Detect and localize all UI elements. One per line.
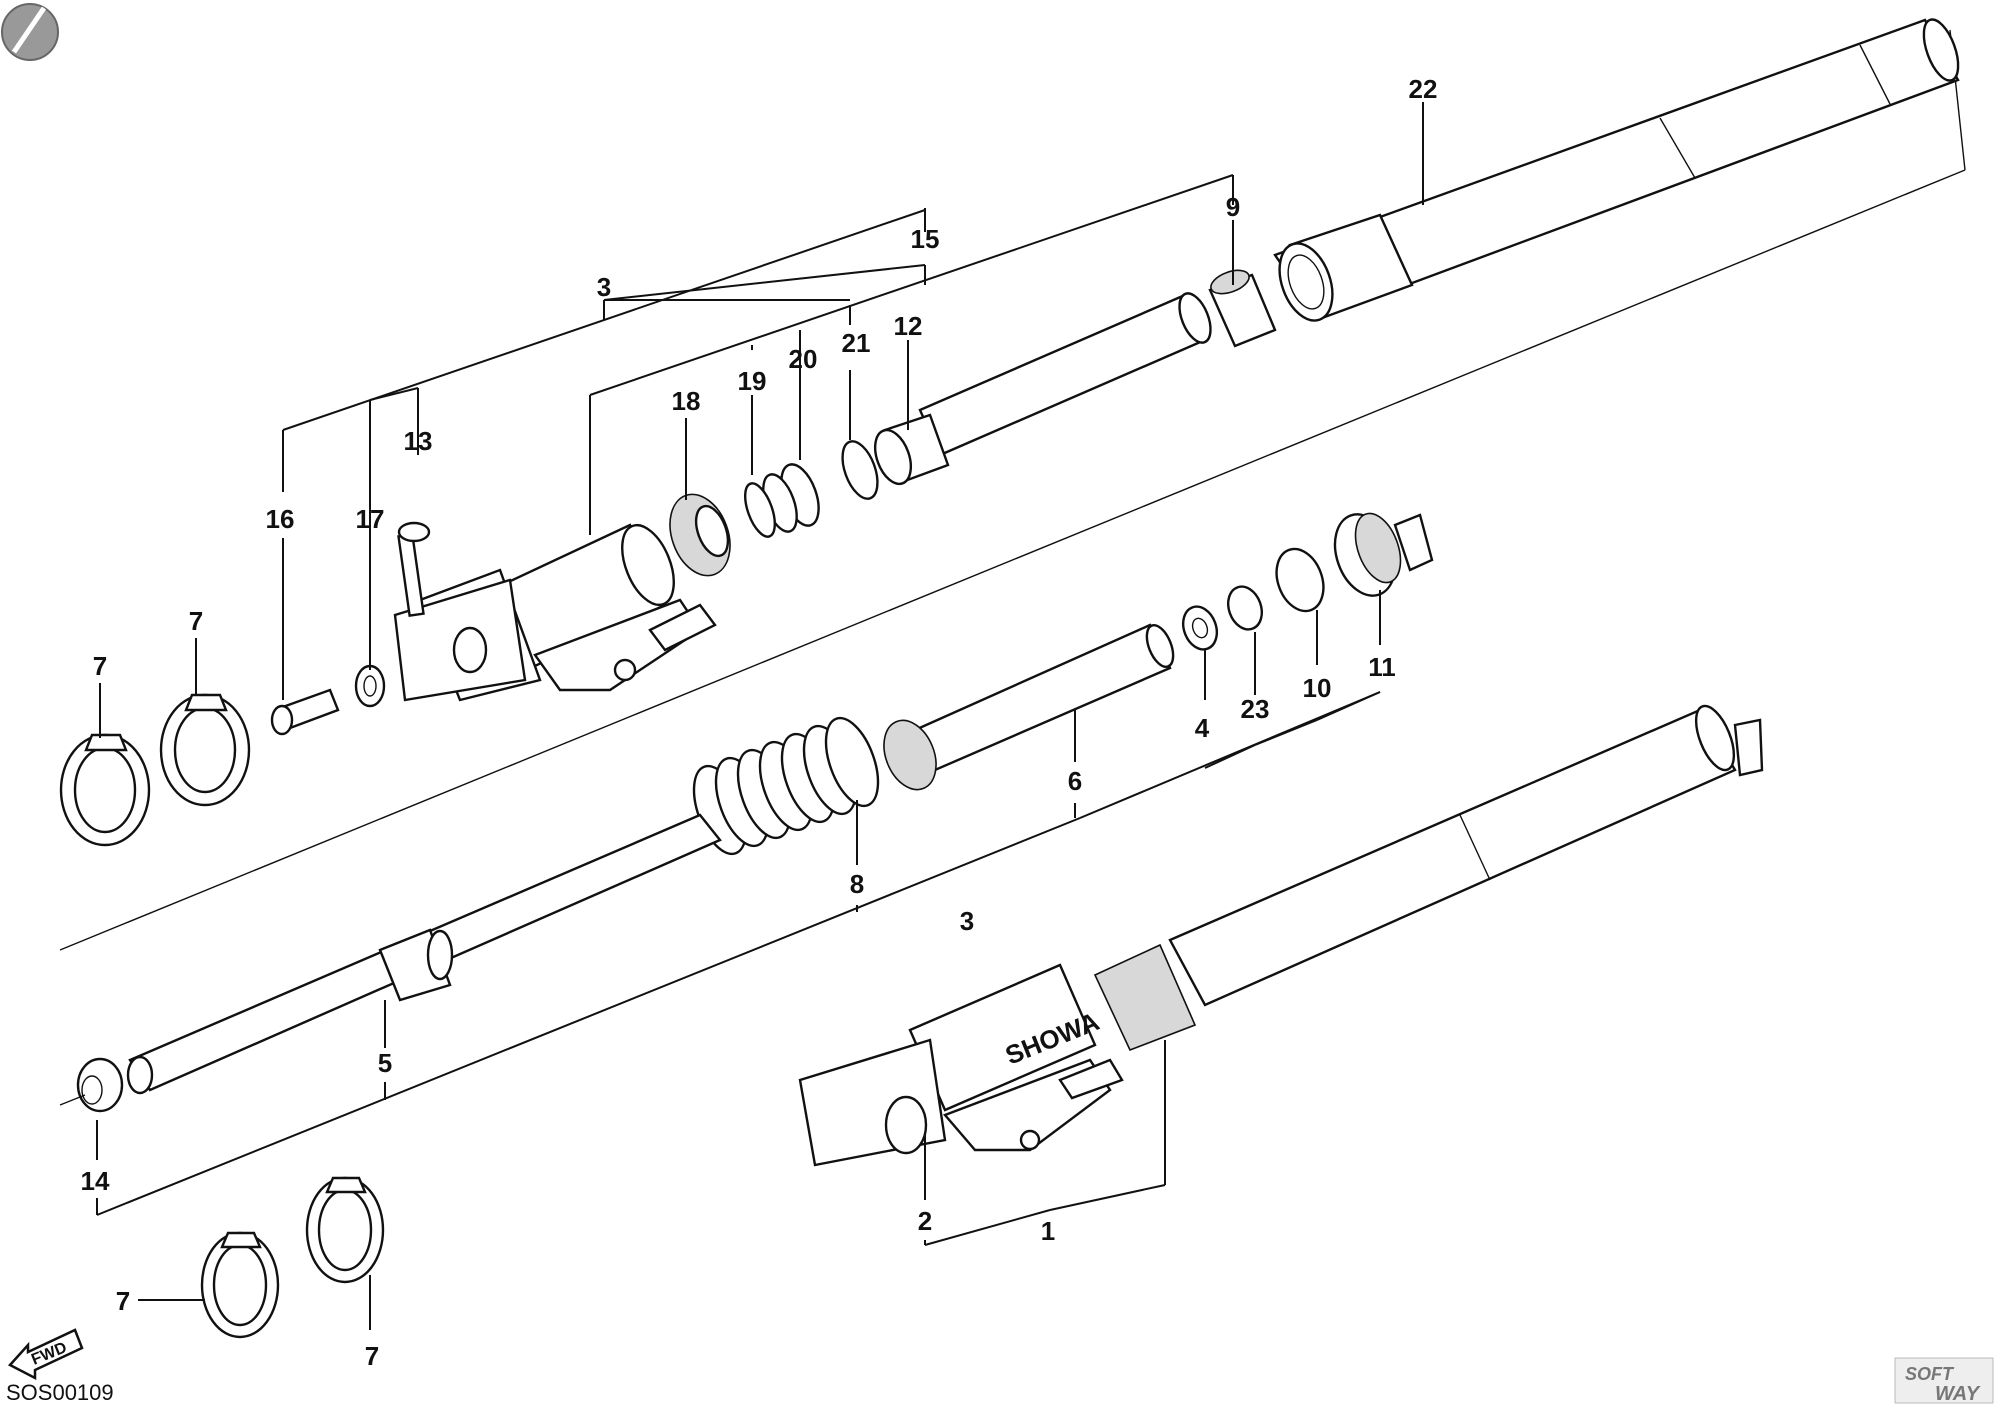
oil-lock-collar [873, 413, 950, 486]
callout-15: 15 [911, 224, 940, 254]
callout-22: 22 [1409, 74, 1438, 104]
fork-cap-bolt [1333, 512, 1434, 597]
callout-6: 6 [1068, 766, 1082, 796]
diagram-code: SOS00109 [6, 1380, 114, 1405]
spring-collar [1181, 605, 1219, 651]
fork-leg-assembly: SHOWA [798, 704, 1764, 1167]
spring-spacer [883, 623, 1175, 791]
seal-rings [744, 440, 879, 538]
callout-3-upper: 3 [597, 272, 611, 302]
callout-9: 9 [1226, 192, 1240, 222]
callout-23: 23 [1241, 694, 1270, 724]
watermark-line1: SOFT [1905, 1364, 1955, 1384]
callout-7-c: 7 [116, 1286, 130, 1316]
callout-2: 2 [918, 1206, 932, 1236]
divider-line-upper [59, 169, 1966, 951]
callout-1: 1 [1041, 1216, 1055, 1246]
drain-washer [354, 664, 386, 708]
pinch-bolt [397, 521, 431, 617]
damper-rod-upper [918, 292, 1212, 457]
slide-bushing [1208, 269, 1277, 348]
callout-20: 20 [789, 344, 818, 374]
callout-3-lower: 3 [960, 906, 974, 936]
leader-lines [96, 102, 1424, 1330]
callout-7-b: 7 [189, 606, 203, 636]
tube-clamp-lower-right [305, 1176, 385, 1284]
callout-7-a: 7 [93, 651, 107, 681]
callout-13: 13 [404, 426, 433, 456]
fwd-arrow-icon: FWD [7, 1328, 84, 1381]
damper-rod [126, 813, 722, 1095]
callout-labels: 22 9 15 3 12 21 20 19 18 13 16 17 7 7 11… [81, 74, 1438, 1371]
callout-10: 10 [1303, 673, 1332, 703]
spring-seat-washer [1226, 585, 1264, 631]
o-ring [1275, 547, 1325, 613]
callout-17: 17 [356, 504, 385, 534]
corner-logo-icon [1, 3, 59, 61]
callout-11: 11 [1368, 652, 1396, 682]
axle-bracket-upper [393, 578, 717, 702]
callout-12: 12 [894, 311, 923, 341]
damper-rod-seat [59, 1057, 124, 1113]
callout-8: 8 [850, 869, 864, 899]
callout-19: 19 [738, 366, 767, 396]
callout-7-d: 7 [365, 1341, 379, 1371]
callout-4: 4 [1195, 713, 1210, 743]
callout-14: 14 [81, 1166, 110, 1196]
watermark-line2: WAY [1935, 1383, 1981, 1405]
softway-logo: SOFT WAY [1894, 1357, 1994, 1405]
fork-spring [692, 716, 880, 856]
dust-seal [669, 493, 731, 577]
callout-21: 21 [842, 328, 871, 358]
callout-16: 16 [266, 504, 295, 534]
tube-clamp-upper-right [159, 693, 251, 807]
tube-clamp-lower-left [200, 1231, 280, 1339]
callout-18: 18 [672, 386, 701, 416]
tube-clamp-upper-left [59, 733, 151, 847]
callout-5: 5 [378, 1048, 392, 1078]
drain-bolt [270, 688, 340, 736]
inner-fork-tube [1273, 18, 1960, 322]
